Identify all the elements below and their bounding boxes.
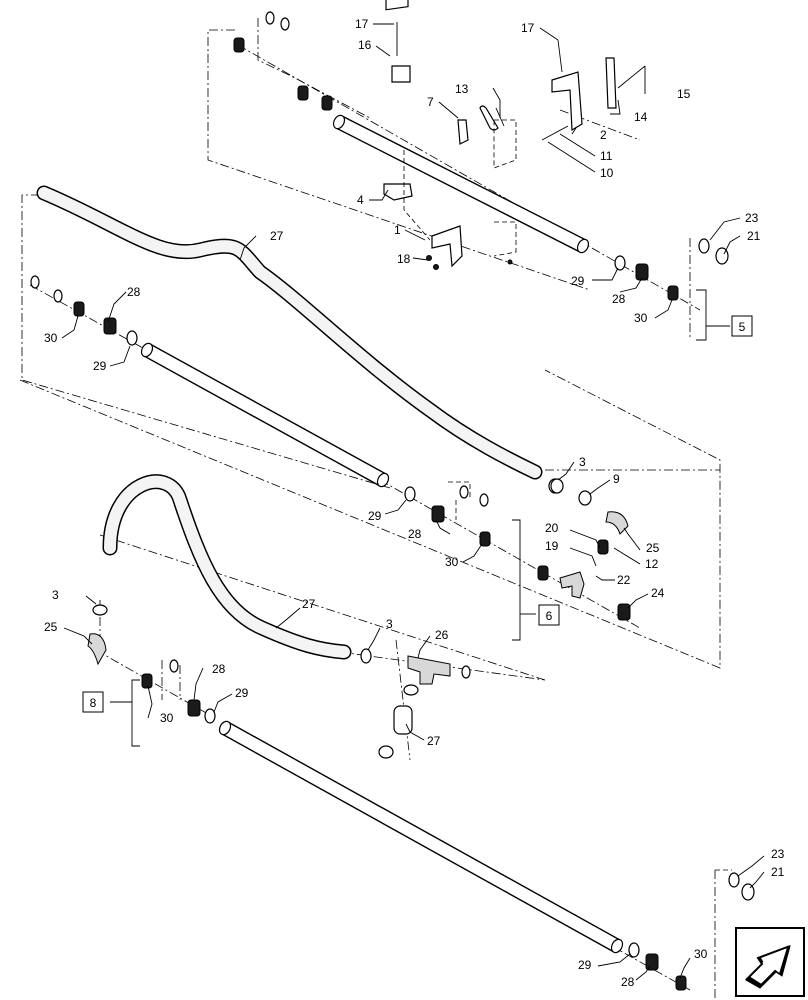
callout-26: 26 [435,628,449,642]
callout-2: 2 [600,128,607,142]
callout-28: 28 [612,292,626,306]
callout-22: 22 [617,573,631,587]
callout-17: 17 [355,17,369,31]
assembly-outline-middle [19,194,721,669]
axis-lines [29,44,701,991]
callout-12: 12 [645,557,659,571]
ref-box-5-label: 5 [739,320,746,334]
callout-3: 3 [52,588,59,602]
callout-14: 14 [634,110,648,124]
callout-30: 30 [634,311,648,325]
callout-4: 4 [357,193,364,207]
callout-28: 28 [408,527,422,541]
callout-16: 16 [358,38,372,52]
callout-28: 28 [621,975,635,989]
callout-29: 29 [571,274,585,288]
callout-15: 15 [677,87,691,101]
dashed-plates [403,119,517,257]
callout-18: 18 [397,252,411,266]
callout-21: 21 [747,229,761,243]
callout-23: 23 [745,211,759,225]
callout-30: 30 [44,331,58,345]
callout-20: 20 [545,521,559,535]
upper-tube [332,114,590,254]
callout-19: 19 [545,539,559,553]
bracket-4 [383,183,413,201]
callout-7: 7 [427,95,434,109]
callout-11: 11 [600,149,613,163]
callout-29: 29 [578,958,592,972]
callout-25: 25 [646,541,660,555]
callout-10: 10 [600,166,614,180]
callout-29: 29 [368,509,382,523]
callout-28: 28 [127,285,141,299]
callout-9: 9 [613,472,620,486]
callout-25: 25 [44,620,58,634]
arrow-icon[interactable] [735,927,805,997]
bracket-16 [385,0,411,83]
callout-27: 27 [302,597,316,611]
leader-lines [61,23,765,981]
ref-box-6[interactable]: 6 [538,604,560,626]
plate-14 [605,57,617,109]
clamp-7 [457,119,469,145]
group-brackets [110,289,730,747]
callout-28: 28 [212,662,226,676]
assembly-outline-lower [99,534,732,1000]
callout-30: 30 [160,711,174,725]
callout-27: 27 [270,229,284,243]
callout-30: 30 [694,947,708,961]
ref-box-6-label: 6 [546,609,553,623]
callout-1: 1 [394,223,401,237]
ref-box-8-label: 8 [90,696,97,710]
callout-3: 3 [579,455,586,469]
callout-23: 23 [771,847,785,861]
callout-30: 30 [445,555,459,569]
bolts-small [426,39,646,270]
assembly-outline-upper [207,18,691,340]
callout-24: 24 [651,586,665,600]
callout-29: 29 [93,359,107,373]
bracket-2 [551,71,583,132]
fittings [30,11,755,991]
bracket-1 [431,225,463,268]
middle-tube [140,342,390,488]
ref-box-5[interactable]: 5 [731,315,753,337]
ref-box-8[interactable]: 8 [82,691,104,713]
callout-labels: 17 16 17 13 7 15 14 2 11 10 4 1 18 27 23… [44,17,785,989]
callout-21: 21 [771,865,785,879]
lower-tube [218,720,624,954]
callout-13: 13 [455,82,469,96]
callout-3: 3 [386,617,393,631]
hose-27-upper [36,185,543,480]
callout-17: 17 [521,21,535,35]
callout-29: 29 [235,686,249,700]
hose-27-loop [102,474,352,660]
callout-27: 27 [427,734,441,748]
